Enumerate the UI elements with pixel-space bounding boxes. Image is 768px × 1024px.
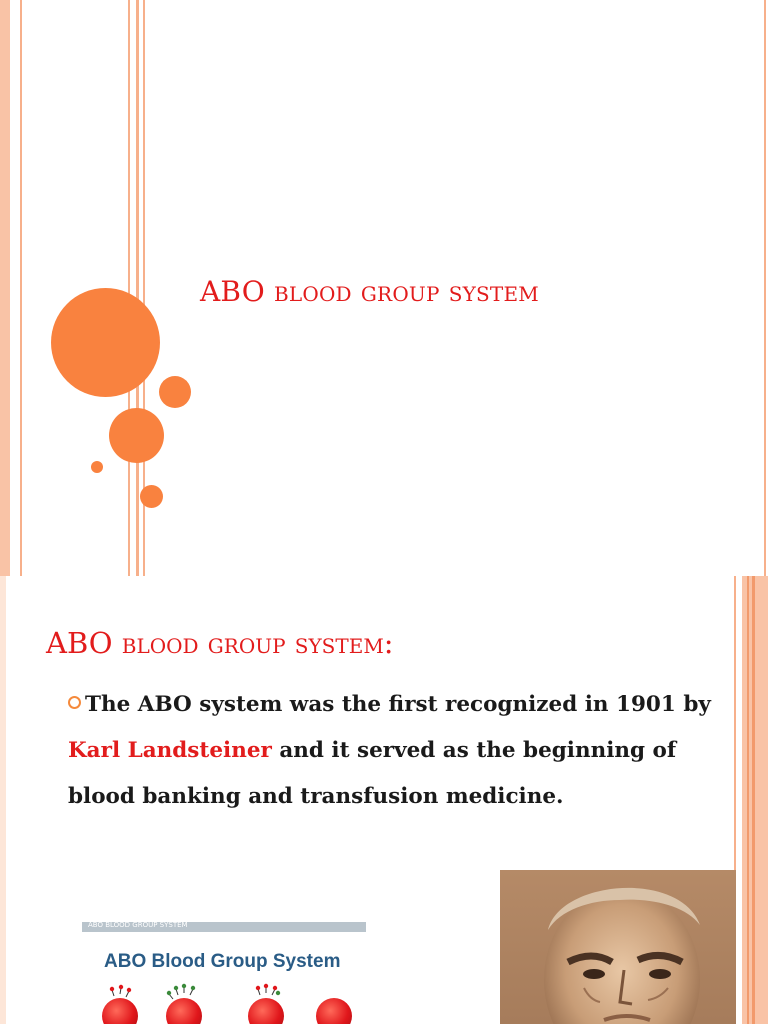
decor-line (734, 576, 736, 1024)
decor-line (136, 0, 139, 576)
content-slide: ABO blood group system: The ABO system w… (0, 576, 768, 1024)
karl-landsteiner-portrait (500, 870, 736, 1024)
decor-line (20, 0, 22, 576)
decor-circle-medium (109, 408, 164, 463)
red-cell-type-b (166, 998, 202, 1024)
left-decor-band (0, 0, 10, 576)
paragraph-text-1: The ABO system was the first recognized … (85, 692, 711, 717)
highlighted-name: Karl Landsteiner (68, 738, 272, 763)
abo-diagram-thumbnail: ABO BLOOD GROUP SYSTEM ABO Blood Group S… (82, 921, 366, 1024)
decor-line (143, 0, 145, 576)
paragraph-text-2: and it served as the beginning of blood … (68, 738, 677, 809)
decor-circle-large (51, 288, 160, 397)
title-slide: ABO blood group system (0, 0, 768, 576)
slide-heading: ABO blood group system: (46, 626, 394, 660)
decor-line (747, 576, 749, 1024)
slide-title: ABO blood group system (200, 275, 539, 308)
thumbnail-topbar: ABO BLOOD GROUP SYSTEM (82, 921, 366, 932)
thumbnail-topbar-text: ABO BLOOD GROUP SYSTEM (88, 921, 188, 929)
decor-circle-tiny (91, 461, 103, 473)
decor-line (128, 0, 130, 576)
bullet-icon (68, 696, 81, 709)
left-decor-edge (0, 576, 6, 1024)
decor-circle-small (140, 485, 163, 508)
right-decor-band (742, 576, 768, 1024)
decor-line (752, 576, 755, 1024)
bullet-paragraph: The ABO system was the first recognized … (68, 682, 728, 820)
red-cell-type-o (316, 998, 352, 1024)
portrait-illustration (544, 887, 700, 1024)
red-cell-type-ab (248, 998, 284, 1024)
decor-circle-small (159, 376, 191, 408)
blood-cell-antigens-icon (109, 983, 281, 1000)
red-cell-type-a (102, 998, 138, 1024)
thumbnail-heading: ABO Blood Group System (104, 951, 341, 972)
decor-line (764, 0, 766, 576)
